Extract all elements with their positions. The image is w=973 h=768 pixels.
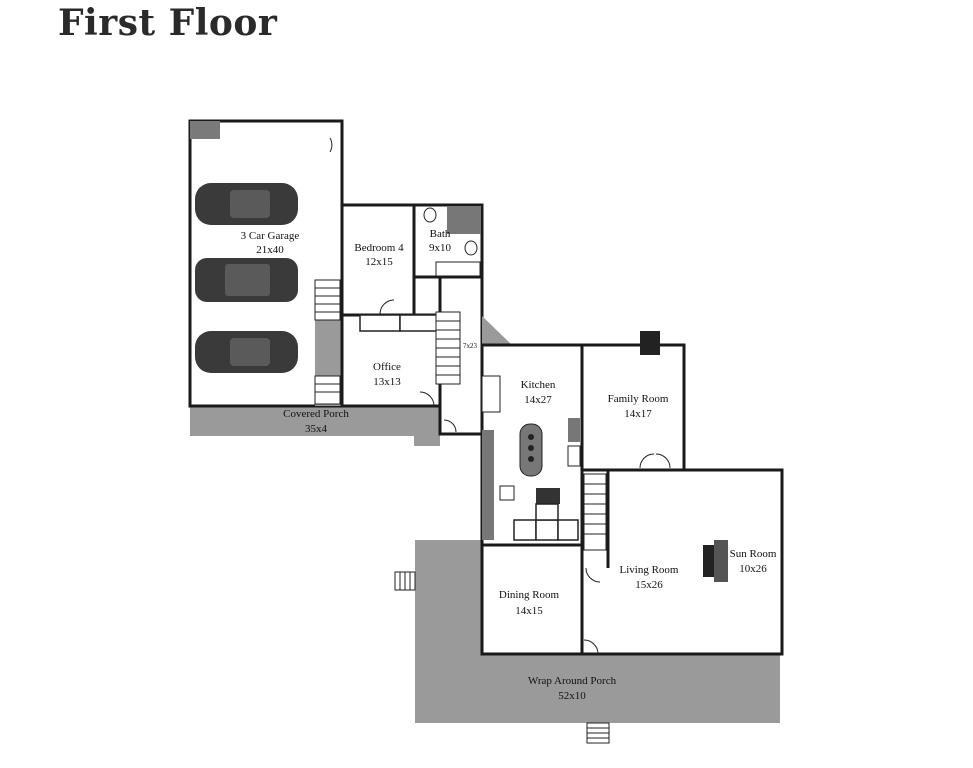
label-bedroom4: Bedroom 4 — [354, 242, 404, 254]
size-office: 13x13 — [373, 376, 401, 388]
island-burners — [528, 434, 534, 462]
label-sun-room: Sun Room — [730, 548, 777, 560]
fridge — [568, 418, 580, 442]
label-dining-room: Dining Room — [499, 589, 560, 601]
kitchen-counter-strip — [482, 430, 494, 540]
label-hall-size: 7x23 — [463, 342, 478, 350]
porch-step-block — [414, 434, 440, 446]
car-2 — [195, 258, 298, 302]
microwave — [499, 485, 515, 501]
living-door-swing — [585, 567, 601, 583]
label-garage: 3 Car Garage — [241, 230, 300, 242]
bath-tub — [435, 261, 481, 277]
page-title: First Floor — [58, 2, 278, 44]
size-bath: 9x10 — [429, 242, 452, 254]
toilet-icon — [423, 207, 437, 223]
sink-icon — [464, 240, 478, 256]
size-kitchen: 14x27 — [524, 394, 552, 406]
size-wrap-porch: 52x10 — [558, 690, 586, 702]
garage-corner-block — [190, 121, 220, 139]
dining-walls — [480, 543, 584, 656]
size-bedroom4: 12x15 — [365, 256, 393, 268]
size-sun-room: 10x26 — [739, 563, 767, 575]
label-bath: Bath — [430, 228, 451, 240]
office-door-swing — [419, 391, 435, 407]
size-dining-room: 14x15 — [515, 605, 543, 617]
size-garage: 21x40 — [256, 244, 284, 256]
family-door-swing-left — [639, 453, 655, 469]
dining-door-swing — [583, 639, 599, 655]
bedroom-door-swing — [379, 299, 395, 315]
label-living-room: Living Room — [620, 564, 679, 576]
car-3 — [195, 331, 298, 373]
label-covered-porch: Covered Porch — [283, 408, 349, 420]
kitchen-cabinets — [513, 503, 579, 541]
label-wrap-porch: Wrap Around Porch — [528, 675, 617, 687]
living-stairs — [583, 473, 607, 551]
garage-stairs — [314, 279, 341, 405]
car-1 — [195, 183, 298, 225]
closets — [359, 314, 439, 332]
size-covered-porch: 35x4 — [305, 423, 328, 435]
sun-room-fireplace — [703, 540, 728, 582]
size-living-room: 15x26 — [635, 579, 663, 591]
hall-door-swing — [443, 419, 457, 433]
roof-wedge — [482, 316, 512, 345]
fireplace — [640, 331, 660, 355]
garage-door-swing — [329, 137, 333, 153]
label-kitchen: Kitchen — [521, 379, 556, 391]
hall-stairs — [435, 311, 461, 385]
kitchen-counter-left — [481, 375, 501, 413]
shower-stall — [447, 206, 481, 234]
size-family-room: 14x17 — [624, 408, 652, 420]
wrap-around-porch-inner — [482, 540, 782, 654]
family-door-swing-right — [655, 453, 671, 469]
pantry — [536, 488, 560, 504]
covered-porch — [190, 406, 440, 436]
label-family-room: Family Room — [608, 393, 669, 405]
label-office: Office — [373, 361, 401, 373]
stove — [567, 445, 581, 467]
porch-steps-bottom — [586, 722, 610, 744]
porch-steps-left — [394, 571, 416, 591]
